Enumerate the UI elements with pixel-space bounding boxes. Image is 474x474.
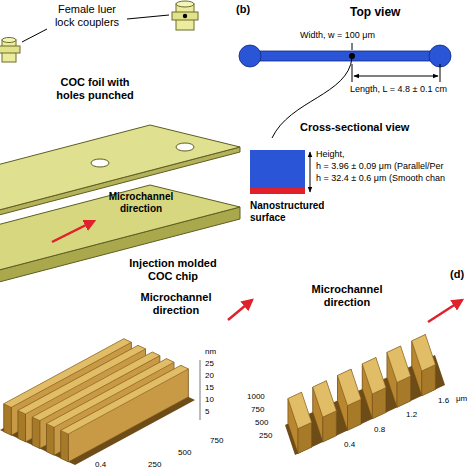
luer-coupler xyxy=(172,1,198,30)
foil-face xyxy=(0,125,240,215)
ridge-top xyxy=(387,346,411,382)
direction-label: Microchannel direction xyxy=(100,191,182,214)
ridge-side xyxy=(18,410,26,442)
direction-arrow xyxy=(428,300,462,322)
axis-tick: 500 xyxy=(178,448,191,457)
axis-tick: 1.2 xyxy=(406,410,417,419)
channel-bar xyxy=(250,51,440,61)
axis-tick: 500 xyxy=(255,418,268,427)
channel-port xyxy=(429,45,451,67)
part-label: COC foil with holes punched xyxy=(52,76,138,101)
afm-surface xyxy=(0,339,195,465)
direction-label: Microchannel direction xyxy=(128,291,224,316)
part-label: Injection molded COC chip xyxy=(118,257,228,282)
leader-line xyxy=(127,15,169,19)
leader-line xyxy=(22,29,47,42)
axis-tick: 250 xyxy=(259,431,272,440)
dimension-label: Length, L = 4.8 ± 0.1 cm xyxy=(350,84,447,94)
nanostructured-layer xyxy=(250,188,305,194)
axis-tick: 750 xyxy=(210,436,223,445)
axis-tick: 750 xyxy=(251,405,264,414)
ridge-side xyxy=(68,369,188,462)
axis-tick: 1.6 xyxy=(438,396,449,405)
length-arrow xyxy=(354,76,438,77)
axis-tick: 1000 xyxy=(247,392,265,401)
foil-hole xyxy=(91,159,109,167)
panel-letter: (b) xyxy=(236,3,250,16)
dimension-label: h = 32.4 ± 0.6 μm (Smooth chan xyxy=(316,173,445,183)
direction-arrow xyxy=(228,300,252,320)
axis-tick: 5 xyxy=(205,407,209,416)
ridge-side xyxy=(32,417,40,449)
axis-tick: 0.4 xyxy=(95,460,106,469)
length-tick xyxy=(440,64,441,82)
channel-port xyxy=(239,45,261,67)
ridge-top xyxy=(362,358,386,394)
ridge-side xyxy=(47,424,55,456)
dimension-label: Width, w = 100 μm xyxy=(300,30,375,40)
dimension-label: Height, xyxy=(316,149,345,159)
channel-section xyxy=(250,150,305,188)
axis-tick: 0.4 xyxy=(344,440,355,449)
dimension-label: h = 3.96 ± 0.09 μm (Parallel/Per xyxy=(316,161,443,171)
ridge-top xyxy=(412,335,436,371)
ridge-top xyxy=(288,392,312,428)
length-tick xyxy=(352,64,353,82)
ridge-side xyxy=(4,404,12,436)
afm-surface xyxy=(285,335,445,455)
part-label: Female luer lock couplers xyxy=(50,3,124,28)
direction-label: Microchannel direction xyxy=(298,283,396,308)
direction-arrow xyxy=(52,221,94,242)
luer-coupler xyxy=(0,38,20,63)
ridge-top xyxy=(338,369,362,405)
view-title: Top view xyxy=(350,6,400,20)
panel-letter: (d) xyxy=(450,268,464,281)
width-tick xyxy=(352,43,353,50)
axis-tick: 250 xyxy=(148,460,161,469)
part-label: Nanostructured surface xyxy=(250,200,345,223)
axis-tick: 25 xyxy=(205,359,214,368)
axis-tick: 0.8 xyxy=(374,425,385,434)
ridge-top xyxy=(313,381,337,417)
ridge-top xyxy=(61,365,189,434)
view-title: Cross-sectional view xyxy=(300,121,409,134)
axis-unit: μm xyxy=(456,394,467,403)
axis-tick: 10 xyxy=(205,395,214,404)
height-arrow xyxy=(310,152,311,192)
ridge-side xyxy=(61,430,69,462)
axis-tick: 20 xyxy=(205,371,214,380)
axis-tick: 15 xyxy=(205,383,214,392)
axis-unit: nm xyxy=(205,347,216,356)
foil-hole xyxy=(176,143,194,151)
z-axis xyxy=(200,360,201,420)
